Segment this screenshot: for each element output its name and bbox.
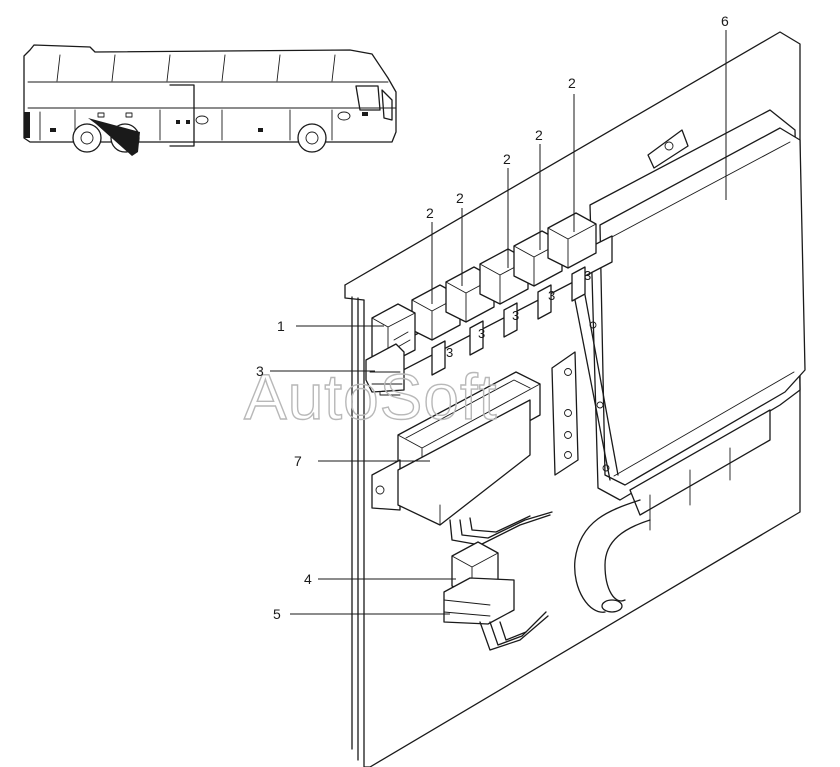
- callout-holder-bracket: 3: [256, 363, 264, 379]
- cable-loop: [574, 499, 651, 613]
- holder-tag: 3: [478, 326, 485, 341]
- holder-tag: 3: [548, 288, 555, 303]
- mounting-rail: [551, 294, 619, 481]
- connector: [371, 371, 541, 526]
- holder-clip: [431, 266, 586, 376]
- callout-relay: 2: [426, 205, 434, 221]
- callout-relay-small: 4: [304, 571, 312, 587]
- relay-small-holder: [443, 577, 549, 651]
- callout-relay-small-holder: 5: [273, 606, 281, 622]
- control-unit: [589, 109, 806, 531]
- holder-tag: 3: [446, 345, 453, 360]
- callout-relay: 2: [535, 127, 543, 143]
- callout-control-unit: 6: [721, 13, 729, 29]
- relay-holder: [365, 303, 416, 393]
- callout-connector: 7: [294, 453, 302, 469]
- holder-tag: 3: [512, 308, 519, 323]
- mounting-panel: [344, 31, 801, 767]
- relay: [547, 212, 597, 269]
- callout-relay: 2: [568, 75, 576, 91]
- wire-harness: [449, 511, 553, 546]
- watermark-text: AutoSoft: [244, 361, 498, 433]
- callout-relay-holder: 1: [277, 318, 285, 334]
- callout-relay: 2: [456, 190, 464, 206]
- bus-location-thumbnail: [23, 44, 397, 156]
- leader-lines: [270, 30, 727, 615]
- callout-relay: 2: [503, 151, 511, 167]
- holder-tag: 3: [584, 268, 591, 283]
